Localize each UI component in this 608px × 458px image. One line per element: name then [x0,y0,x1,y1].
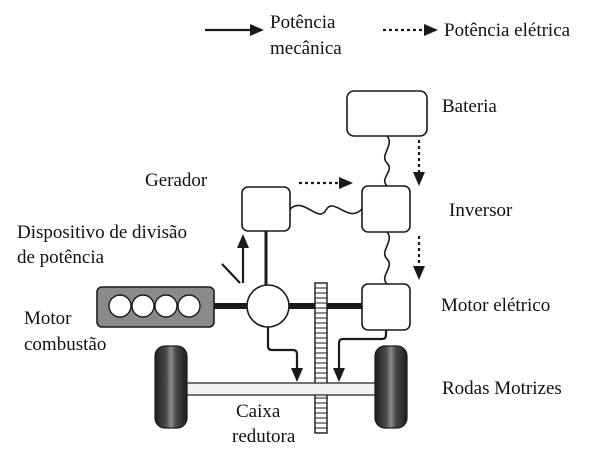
split-to-axle-arrow [266,327,303,382]
inverter-to-motor-arrow [413,236,425,280]
generator-label: Gerador [145,170,208,191]
split-device-pointer-line [221,263,241,284]
combustion-motor-label-line2: combustão [24,334,106,355]
reduction-gear [314,282,328,434]
generator-box [241,186,291,232]
electric-motor-box [361,283,411,331]
legend: Potência mecânica Potência elétrica [205,12,571,59]
generator-to-inverter-arrow [299,177,353,189]
legend-electrical-arrow [383,24,438,36]
generator-inverter-wire [289,204,363,215]
right-drive-wheel [374,345,408,429]
battery-inverter-wire [383,135,391,187]
engine-cylinder-2 [131,294,155,318]
engine-cylinder-3 [154,294,178,318]
combustion-motor-label-line1: Motor [24,308,72,329]
legend-electrical-label: Potência elétrica [444,20,571,41]
inverter-box [361,185,411,233]
battery-label: Bateria [442,96,497,117]
left-drive-wheel [154,345,188,429]
drive-wheels-label: Rodas Motrizes [442,378,562,399]
drive-axle [179,382,383,396]
battery-box [346,90,428,137]
inverter-label: Inversor [449,200,513,221]
power-split-device [246,284,290,328]
battery-to-inverter-arrow [413,140,425,186]
legend-mechanical-label-line1: Potência [270,12,336,33]
legend-mechanical-arrow [205,24,264,36]
inverter-motor-wire [383,231,391,285]
reduction-box-label-line1: Caixa [236,401,281,422]
legend-mechanical-label-line2: mecânica [270,38,342,59]
reduction-box-label-line2: redutora [232,426,296,447]
motor-to-axle-arrow [333,330,388,382]
split-device-label-line2: de potência [17,247,105,268]
split-to-generator-arrow [237,234,249,283]
engine-cylinder-1 [108,294,132,318]
split-device-label-line1: Dispositivo de divisão [17,222,187,243]
electric-motor-label: Motor elétrico [441,295,550,316]
engine-cylinder-4 [177,294,201,318]
